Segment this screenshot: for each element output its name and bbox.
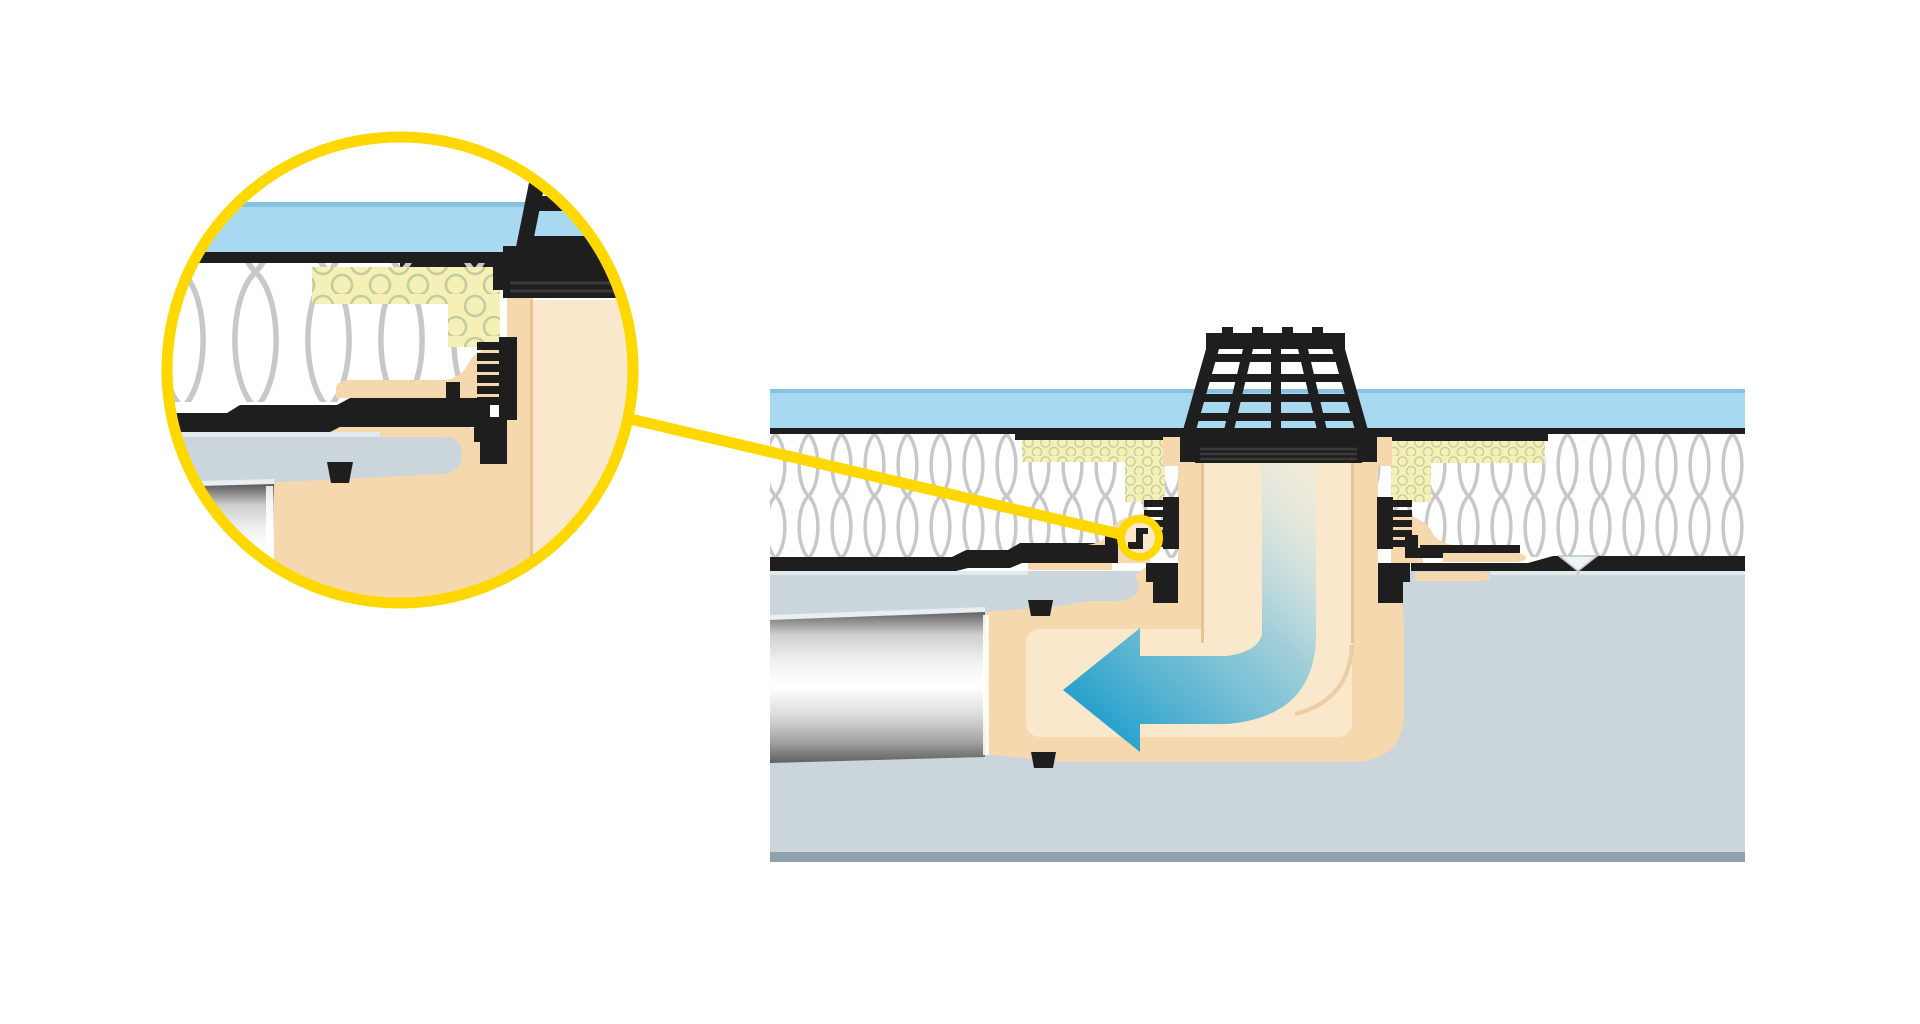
- lens-tapered-board-leg: [448, 304, 500, 347]
- grate-rail-inner-left: [1224, 349, 1253, 430]
- lens-membrane-steps: [167, 398, 490, 432]
- grate-bar-center: [1271, 349, 1281, 430]
- membrane-steps-left: [770, 543, 1120, 571]
- roof-membrane-thick-right: [1377, 428, 1548, 441]
- water-surface-line: [770, 389, 1745, 393]
- grate-rail-outer-right: [1332, 349, 1368, 430]
- lens-tapered-board: [312, 267, 500, 304]
- drip-edge-left: [1080, 535, 1118, 558]
- gasket-strip-left: [1163, 497, 1179, 549]
- magnifier-callout: [161, 131, 639, 609]
- tapered-board-right: [1378, 441, 1545, 463]
- callout-marker: [1117, 515, 1163, 561]
- gasket-fins-right: [1393, 500, 1412, 547]
- grate-rail-inner-right: [1298, 349, 1327, 430]
- lens-deck-tongue: [167, 437, 462, 486]
- barrel-wall-left-edge: [1201, 463, 1204, 643]
- drain-collar: [1180, 428, 1377, 463]
- socket-seal-top: [1028, 600, 1053, 616]
- lower-clamp-right-b: [1378, 582, 1403, 603]
- tapered-board-left: [1022, 440, 1178, 462]
- magnifier-ring: [161, 131, 639, 609]
- pipe-end-gap: [983, 615, 989, 755]
- lower-clamp-right-a: [1378, 563, 1410, 582]
- pipe-separation-line: [770, 607, 985, 620]
- deck-top-line-left: [770, 571, 1028, 575]
- membrane-sliver-left: [1028, 563, 1112, 570]
- gasket-strip-right: [1377, 497, 1393, 549]
- barrel-wall-right: [1353, 437, 1378, 608]
- lower-clamp-left-a: [1146, 563, 1178, 582]
- concrete-deck-bottom-edge: [770, 852, 1745, 862]
- barrel-wall-right-edge: [1351, 463, 1354, 643]
- drip-edge-right: [1405, 535, 1443, 558]
- lens-membrane-sliver: [340, 427, 470, 436]
- lower-clamp-left-b: [1153, 582, 1178, 603]
- tapered-board-left-leg: [1125, 462, 1165, 502]
- roof-membrane-thick-left: [1015, 428, 1180, 440]
- deck-joint-v: [1556, 555, 1600, 572]
- lens-socket-seal: [327, 462, 353, 483]
- flange-leaf-right: [1443, 553, 1526, 562]
- lens-pipe-end-gap: [266, 486, 273, 603]
- flange-lower-leaf-right: [1415, 572, 1490, 581]
- lens-grate-corner: [515, 140, 633, 255]
- drain-pipe: [770, 612, 985, 763]
- collar-ribs: [1200, 447, 1357, 461]
- callout-marker-ring: [1117, 515, 1163, 561]
- lens-lower-clamp: [474, 417, 507, 442]
- outlet-bore-corner: [1294, 639, 1354, 716]
- deck-top-line-right: [1490, 571, 1745, 575]
- socket-seal-bottom: [1031, 752, 1056, 768]
- leaf-guard-grate: [1183, 327, 1368, 430]
- grate-rail-outer-left: [1183, 349, 1219, 430]
- grate-top-plate: [1206, 333, 1345, 349]
- lens-clamp-flange: [336, 342, 517, 398]
- deck-tongue: [1030, 571, 1138, 601]
- lens-gasket-fins: [477, 342, 499, 405]
- barrel-wall-left: [1178, 437, 1203, 608]
- callout-connector-line: [624, 412, 1126, 541]
- lens-gasket-strip: [499, 337, 517, 420]
- callout-marker-glyph: [1128, 528, 1148, 549]
- flow-arrow: [1063, 464, 1316, 752]
- membrane-over-leaf-right: [1420, 545, 1520, 553]
- tapered-board-right-leg: [1391, 463, 1431, 502]
- main-cross-section: [770, 327, 1745, 862]
